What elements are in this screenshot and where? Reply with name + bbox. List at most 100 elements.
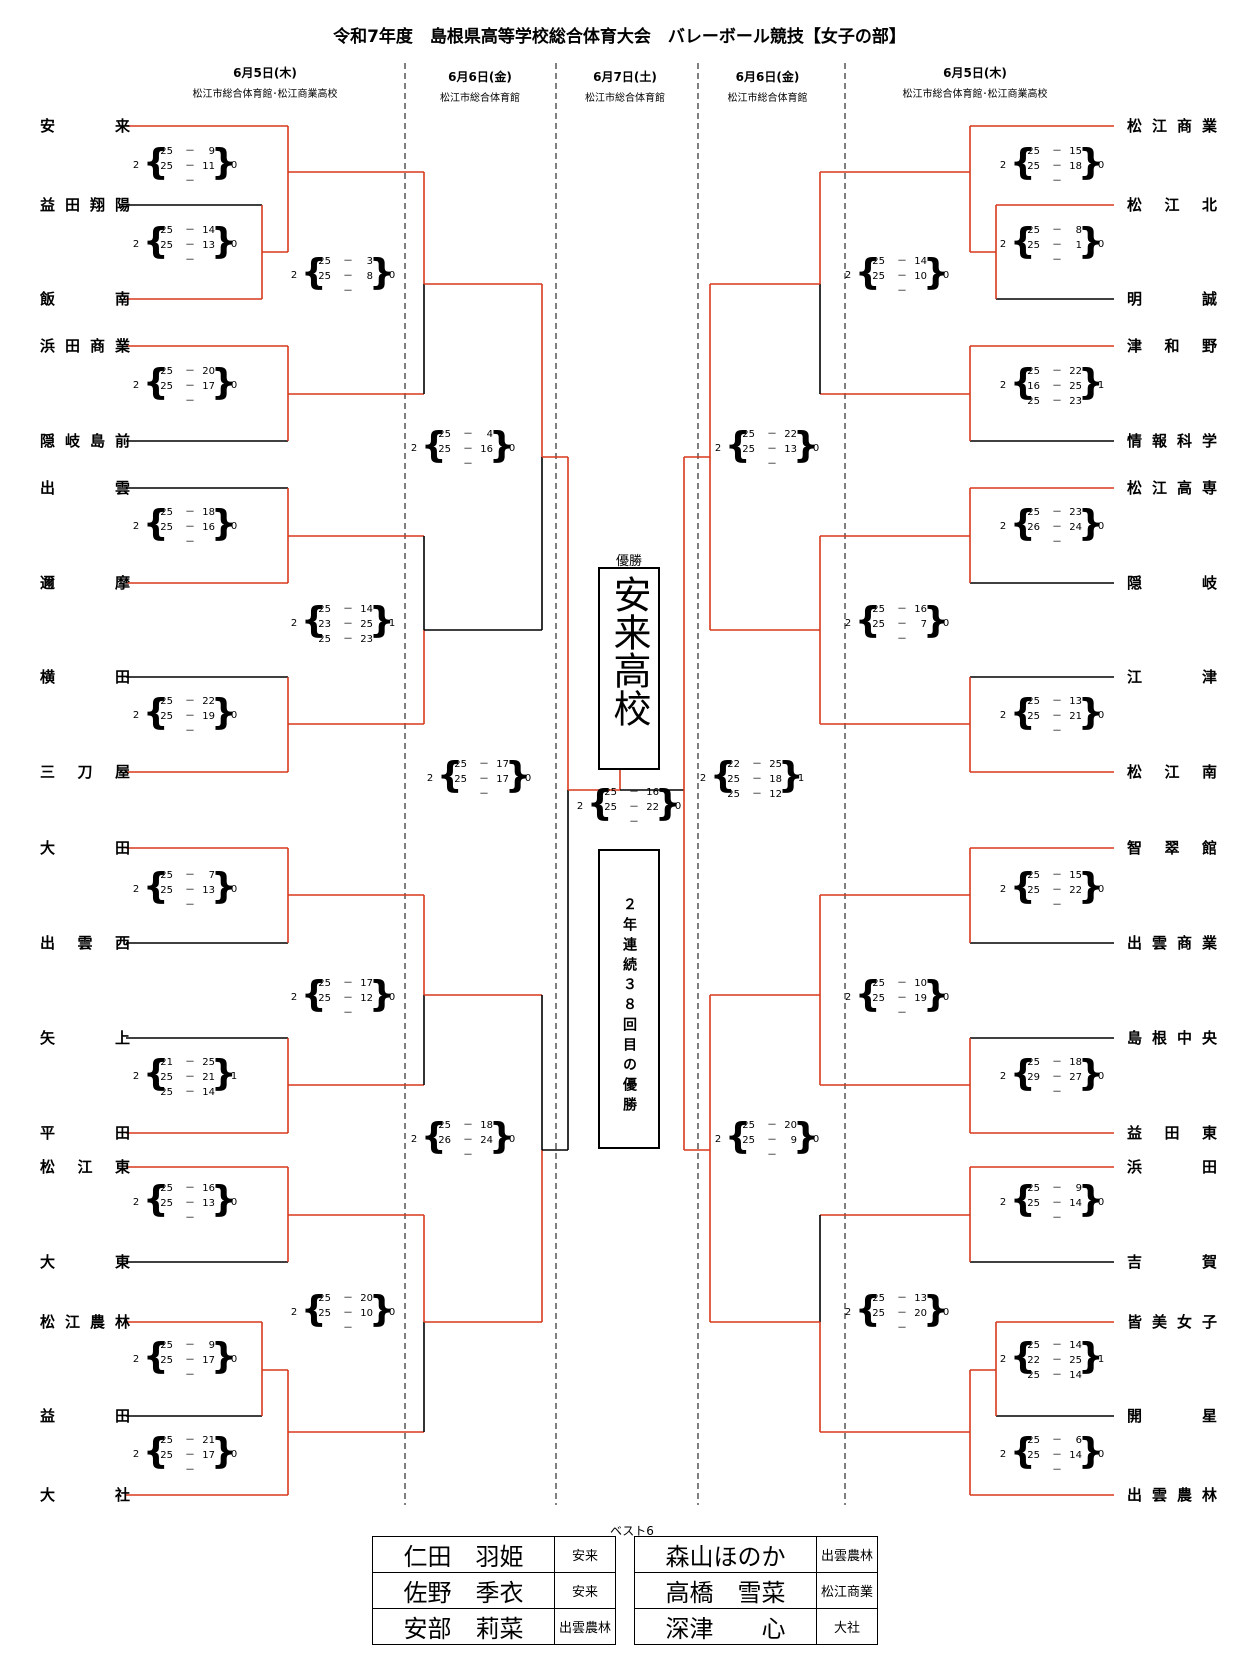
set-points-b: 12 xyxy=(769,789,782,800)
set-dash: － xyxy=(752,774,762,785)
set-score: － xyxy=(1024,1463,1084,1478)
day-date: 6月6日(金) xyxy=(735,70,800,84)
brace-close: } xyxy=(211,866,237,907)
brace-open: { xyxy=(725,1116,751,1157)
set-points-b: 4 xyxy=(486,429,493,440)
brace-close: } xyxy=(923,252,949,293)
set-points-a: 25 xyxy=(318,271,331,282)
set-dash: － xyxy=(897,286,907,297)
sets-lost: 0 xyxy=(1097,239,1105,250)
set-score: 25－17 xyxy=(157,1353,217,1368)
day-header: 6月7日(土) 松江市総合体育館 xyxy=(555,68,695,104)
sets-won: 2 xyxy=(999,1197,1007,1208)
set-score: 25－14 xyxy=(1024,1368,1084,1383)
set-points-b: 8 xyxy=(366,271,373,282)
day-venue: 松江市総合体育館･松江商業高校 xyxy=(902,89,1048,100)
brace-close: } xyxy=(778,755,804,796)
brace-open: { xyxy=(1010,1053,1036,1094)
set-dash: － xyxy=(767,444,777,455)
set-dash: － xyxy=(897,1008,907,1019)
set-points-a: 16 xyxy=(1027,381,1040,392)
set-points-b: 19 xyxy=(202,711,215,722)
sets-won: 2 xyxy=(132,1197,140,1208)
set-points-a: 25 xyxy=(454,759,467,770)
set-score: － xyxy=(1024,174,1084,189)
sets-lost: 0 xyxy=(508,443,516,454)
sets-won: 2 xyxy=(410,1134,418,1145)
team-name: 松江南 xyxy=(1127,763,1217,781)
set-score: 25－20 xyxy=(315,1291,375,1306)
set-dash: － xyxy=(1052,696,1062,707)
set-dash: － xyxy=(897,1323,907,1334)
set-points-a: 25 xyxy=(1027,1198,1040,1209)
sets-won: 2 xyxy=(132,160,140,171)
set-score: 25－17 xyxy=(451,757,511,772)
brace-open: { xyxy=(855,1289,881,1330)
set-score: 25－18 xyxy=(724,772,784,787)
set-score: 25－9 xyxy=(739,1133,799,1148)
set-points-a: 22 xyxy=(727,759,740,770)
player-name: 安部 莉菜 xyxy=(372,1608,555,1645)
set-points-a: 25 xyxy=(160,1087,173,1098)
set-points-a: 25 xyxy=(160,146,173,157)
team-name: 益田東 xyxy=(1127,1124,1217,1142)
player-school: 出雲農林 xyxy=(554,1608,616,1645)
set-points-b: 14 xyxy=(1069,1340,1082,1351)
set-dash: － xyxy=(1052,522,1062,533)
set-score: － xyxy=(1024,535,1084,550)
brace-close: } xyxy=(923,1289,949,1330)
team-name: 吉賀 xyxy=(1127,1253,1217,1271)
brace-open: { xyxy=(421,1116,447,1157)
sets-won: 2 xyxy=(132,710,140,721)
brace-close: } xyxy=(1078,362,1104,403)
sets-lost: 1 xyxy=(1097,380,1105,391)
set-dash: － xyxy=(185,1057,195,1068)
set-points-a: 25 xyxy=(1027,711,1040,722)
set-score: 25－12 xyxy=(724,787,784,802)
set-points-a: 25 xyxy=(438,444,451,455)
brace-open: { xyxy=(1010,1431,1036,1472)
set-dash: － xyxy=(185,696,195,707)
set-score: － xyxy=(157,394,217,409)
set-dash: － xyxy=(479,759,489,770)
set-dash: － xyxy=(185,1183,195,1194)
set-score: － xyxy=(315,1321,375,1336)
set-points-a: 25 xyxy=(604,802,617,813)
set-score: 25－10 xyxy=(869,269,929,284)
set-dash: － xyxy=(1052,1057,1062,1068)
table-row: 森山ほのか出雲農林 xyxy=(634,1536,878,1573)
set-points-a: 25 xyxy=(318,604,331,615)
brace-close: } xyxy=(1078,692,1104,733)
set-dash: － xyxy=(343,286,353,297)
set-dash: － xyxy=(767,429,777,440)
set-score: 25－14 xyxy=(315,602,375,617)
brace-open: { xyxy=(301,252,327,293)
set-points-b: 23 xyxy=(360,634,373,645)
set-points-a: 25 xyxy=(318,978,331,989)
set-dash: － xyxy=(1052,240,1062,251)
set-score: － xyxy=(869,1006,929,1021)
set-dash: － xyxy=(897,993,907,1004)
set-points-b: 9 xyxy=(208,146,215,157)
brace-open: { xyxy=(143,362,169,403)
sets-won: 2 xyxy=(290,270,298,281)
set-dash: － xyxy=(343,978,353,989)
set-dash: － xyxy=(185,522,195,533)
player-name: 仁田 羽姫 xyxy=(372,1536,555,1573)
set-score: 29－27 xyxy=(1024,1070,1084,1085)
brace-close: } xyxy=(1078,866,1104,907)
set-points-a: 25 xyxy=(1027,1057,1040,1068)
set-points-b: 18 xyxy=(1069,1057,1082,1068)
set-score: － xyxy=(157,253,217,268)
set-score: 25－23 xyxy=(315,632,375,647)
set-points-a: 29 xyxy=(1027,1072,1040,1083)
day-header: 6月6日(金) 松江市総合体育館 xyxy=(405,68,555,104)
set-score: 25－17 xyxy=(451,772,511,787)
set-score: 25－15 xyxy=(1024,144,1084,159)
set-points-a: 25 xyxy=(160,381,173,392)
sets-lost: 0 xyxy=(388,270,396,281)
set-score: － xyxy=(435,1148,495,1163)
